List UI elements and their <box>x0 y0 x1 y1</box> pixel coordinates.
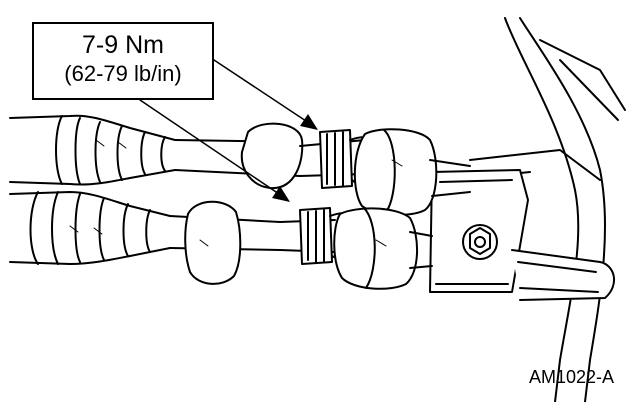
bracket-bolt <box>462 224 498 260</box>
lower-fitting <box>299 207 433 290</box>
upper-fitting <box>319 128 471 216</box>
lower-hose <box>9 191 171 265</box>
lower-tube <box>169 200 336 285</box>
upper-tube <box>174 122 366 190</box>
torque-lbin-label: (62-79 lb/in) <box>64 61 182 86</box>
leader-arrowheads <box>272 114 318 202</box>
torque-callout: 7-9 Nm (62-79 lb/in) <box>32 22 214 100</box>
upper-hose <box>9 114 176 186</box>
torque-nm-label: 7-9 Nm <box>82 31 164 59</box>
mounting-bracket <box>429 169 615 301</box>
figure-id-label: AM1022-A <box>528 367 614 387</box>
leader-lines <box>139 59 313 197</box>
shading-hatch <box>69 139 403 247</box>
